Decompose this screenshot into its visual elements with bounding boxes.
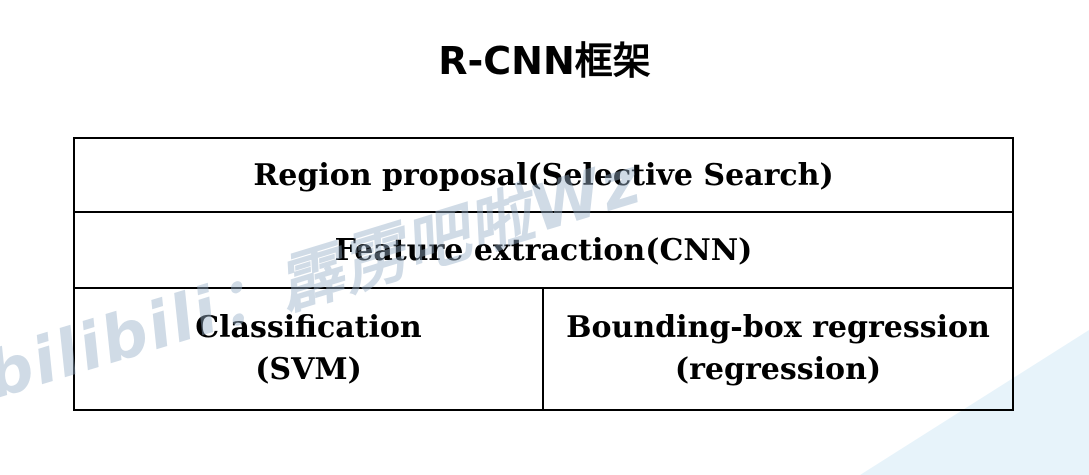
page-title: R-CNN框架 bbox=[438, 39, 651, 83]
bbox-regression-label: Bounding-box regression bbox=[566, 310, 990, 345]
bbox-regression-box: Bounding-box regression (regression) bbox=[544, 289, 1012, 409]
feature-extraction-box: Feature extraction(CNN) bbox=[75, 213, 1012, 289]
region-proposal-box: Region proposal(Selective Search) bbox=[75, 139, 1012, 213]
rcnn-framework-diagram: Region proposal(Selective Search) Featur… bbox=[73, 137, 1014, 411]
classification-box: Classification (SVM) bbox=[75, 289, 544, 409]
classification-label: Classification bbox=[195, 310, 422, 345]
classification-method-label: (SVM) bbox=[255, 352, 362, 387]
bbox-regression-method-label: (regression) bbox=[674, 352, 882, 387]
